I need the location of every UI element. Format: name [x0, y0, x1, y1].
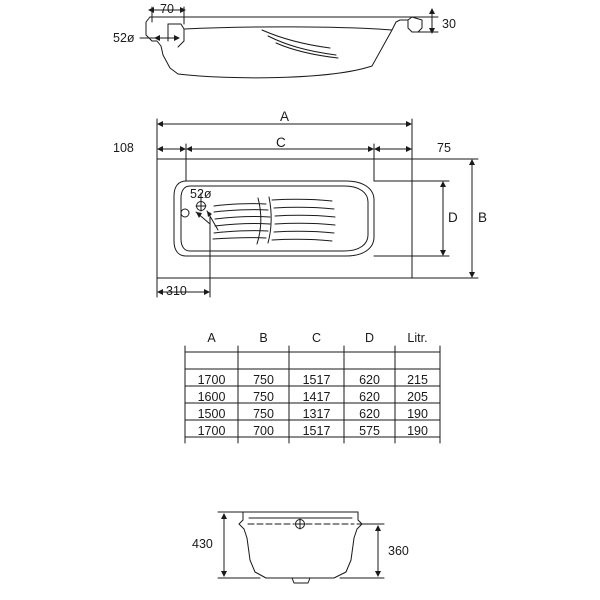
top-view-right-end-1 — [407, 16, 413, 21]
arrow-310-right — [204, 289, 210, 295]
plan-leader-arrow-1 — [196, 212, 202, 218]
arrow-30-top — [429, 8, 435, 14]
table-cell: 1317 — [302, 407, 331, 421]
arrow-D-top — [440, 181, 446, 187]
arrow-310-left — [157, 289, 163, 295]
top-view-left-tab — [167, 23, 185, 48]
plan-rib-3 — [214, 216, 271, 220]
plan-center-seam-2 — [256, 197, 262, 245]
table-cell: 1417 — [302, 390, 331, 404]
plan-rib-8 — [273, 206, 335, 210]
arrow-C-right — [368, 146, 374, 152]
table-cell: 1700 — [197, 424, 226, 438]
top-view-detail-1 — [261, 29, 331, 49]
arrow-75-left — [374, 146, 380, 152]
plan-rib-11 — [273, 230, 335, 234]
dim-label-A: A — [280, 109, 290, 124]
plan-rib-9 — [274, 214, 336, 218]
arrow-108-right — [180, 146, 186, 152]
arrow-52d-top-right — [174, 35, 180, 41]
plan-drain-circle — [180, 208, 190, 218]
plan-rib-6 — [212, 237, 267, 240]
arrow-30-bottom — [429, 28, 435, 34]
table-cell: 1500 — [197, 407, 226, 421]
table-cell: 575 — [359, 424, 380, 438]
table-header-a: A — [207, 331, 216, 345]
plan-rib-2 — [213, 209, 269, 213]
end-section-foot — [291, 577, 311, 584]
plan-rib-1 — [213, 203, 267, 207]
table-cell: 1517 — [302, 373, 331, 387]
table-header-b: B — [259, 331, 268, 345]
arrow-70-right — [180, 7, 186, 13]
table-cell: 700 — [253, 424, 274, 438]
dim-label-360: 360 — [388, 544, 409, 558]
table-header-d: D — [364, 331, 375, 345]
plan-inner-bowl — [173, 180, 375, 257]
dim-label-B: B — [478, 210, 488, 225]
dim-label-52d-plan: 52ø — [190, 187, 212, 201]
arrow-A-right — [406, 121, 412, 127]
dim-label-52d-top: 52ø — [113, 31, 135, 45]
top-view-bottom-curve — [177, 65, 373, 79]
table-cell: 620 — [359, 373, 380, 387]
plan-rib-4 — [214, 223, 271, 227]
table-cell: 750 — [253, 390, 274, 404]
table-cell: 750 — [253, 373, 274, 387]
table-cell: 1700 — [197, 373, 226, 387]
top-view-right-end-cap — [407, 16, 423, 33]
dim-label-30: 30 — [442, 17, 456, 31]
dim-label-310: 310 — [166, 284, 187, 298]
dim-label-D: D — [448, 210, 458, 225]
dim-label-75: 75 — [437, 141, 451, 155]
arrow-70-left — [148, 7, 154, 13]
dim-label-70: 70 — [160, 2, 174, 16]
plan-rib-10 — [274, 222, 336, 226]
top-view-left-wall — [151, 40, 179, 75]
arrow-108-left — [157, 146, 163, 152]
plan-rib-12 — [271, 238, 333, 242]
arrow-B-bottom — [469, 272, 475, 278]
table-cell: 215 — [407, 373, 428, 387]
table-cell: 190 — [407, 407, 428, 421]
arrow-A-left — [157, 121, 163, 127]
arrow-C-left — [186, 146, 192, 152]
plan-outer-rect — [156, 158, 413, 279]
arrow-430-top — [221, 513, 227, 519]
arrow-360-bottom — [375, 571, 381, 577]
end-section-outline — [238, 511, 363, 579]
table-cell: 1517 — [302, 424, 331, 438]
end-section-overflow-cross — [294, 518, 306, 530]
arrow-430-bottom — [221, 571, 227, 577]
dim-label-C: C — [276, 135, 286, 150]
plan-inner-bowl-2 — [180, 185, 369, 252]
top-view-left-end — [145, 16, 153, 42]
plan-rib-5 — [213, 230, 269, 234]
top-view-right-wall — [371, 19, 409, 67]
dim-label-430: 430 — [192, 537, 213, 551]
table-cell: 620 — [359, 390, 380, 404]
arrow-360-top — [375, 525, 381, 531]
top-view-detail-3 — [275, 42, 339, 59]
table-header-litr: Litr. — [407, 331, 428, 345]
plan-center-seam — [267, 196, 272, 244]
table-cell: 620 — [359, 407, 380, 421]
table-cell: 205 — [407, 390, 428, 404]
top-view-detail-2 — [267, 35, 337, 56]
arrow-75-right — [406, 146, 412, 152]
plan-rib-7 — [271, 198, 333, 202]
top-view-inner-rim — [183, 26, 393, 31]
table-cell: 750 — [253, 407, 274, 421]
arrow-D-bottom — [440, 250, 446, 256]
plan-overflow-cross — [195, 200, 207, 212]
arrow-52d-top-left — [154, 35, 160, 41]
table-cell: 190 — [407, 424, 428, 438]
dim-label-108: 108 — [113, 141, 134, 155]
table-header-c: C — [311, 331, 322, 345]
table-cell: 1600 — [197, 390, 226, 404]
arrow-B-top — [469, 159, 475, 165]
